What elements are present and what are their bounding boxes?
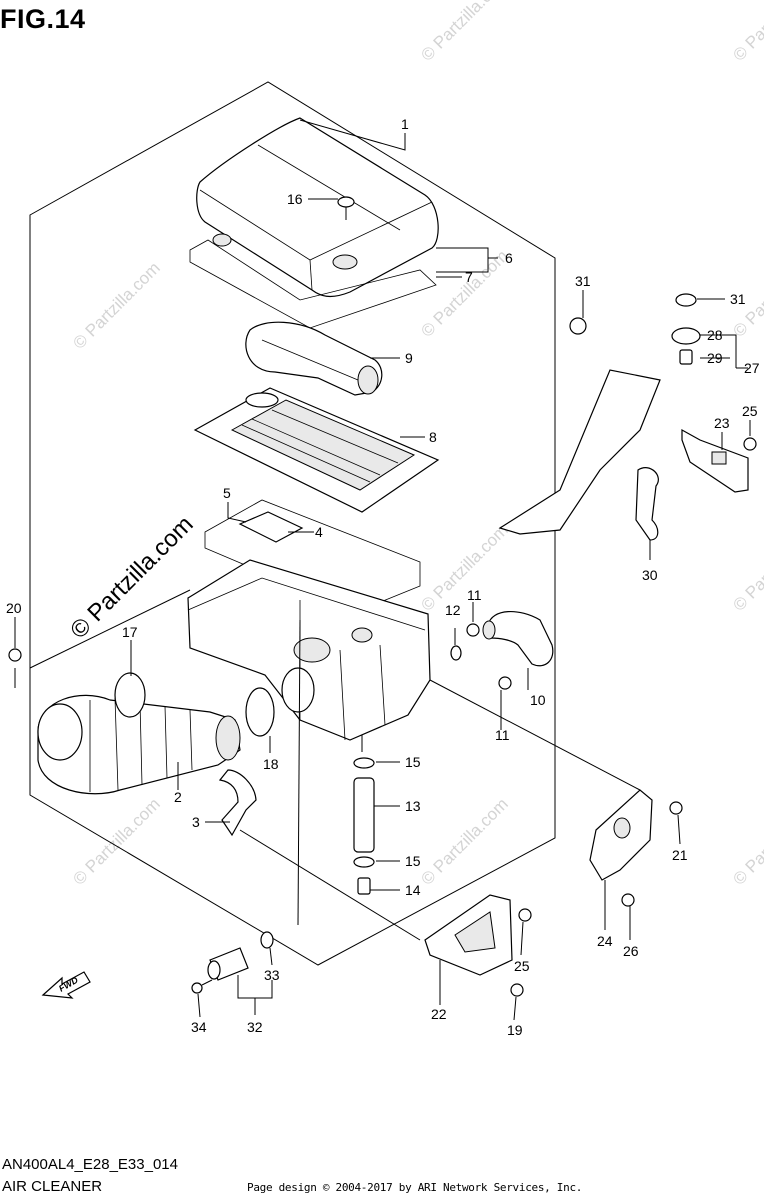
figure-title: FIG.14 (0, 4, 86, 34)
outline-divider (29, 589, 191, 669)
part-bracket-3 (218, 769, 257, 837)
part-drain-assembly (353, 757, 375, 895)
callout-13: 13 (405, 798, 421, 814)
callout-23: 23 (714, 415, 730, 431)
callout-24: 24 (597, 933, 613, 949)
callout-18: 18 (263, 756, 279, 772)
callout-32: 32 (247, 1019, 263, 1035)
part-bolt-21 (669, 801, 683, 815)
callout-31b: 31 (730, 291, 746, 307)
model-code: AN400AL4_E28_E33_014 (2, 1156, 178, 1173)
watermark-text: © Partzilla.com (69, 258, 163, 352)
watermark-text: © Partzilla.com (417, 794, 511, 888)
part-oring-33 (260, 931, 274, 949)
part-gasket-5 (204, 499, 421, 613)
callout-15a: 15 (405, 754, 421, 770)
part-cover-gasket (189, 239, 437, 329)
watermark-text: © Partzilla.com (729, 0, 764, 65)
part-clamp-18 (245, 687, 275, 737)
callout-14: 14 (405, 882, 421, 898)
part-sensor-32 (207, 947, 249, 981)
part-filter-element (193, 387, 440, 513)
callout-33: 33 (264, 967, 280, 983)
watermark-text: © Partzilla.com (417, 520, 511, 614)
callout-15b: 15 (405, 853, 421, 869)
callout-11a: 11 (467, 587, 482, 603)
part-screw-16 (337, 196, 355, 220)
callout-27: 27 (744, 360, 760, 376)
part-bracket-24 (589, 789, 653, 881)
callout-11b: 11 (495, 727, 510, 743)
part-cover (196, 117, 439, 298)
part-bolt-25a (518, 908, 532, 922)
part-bolt-26 (621, 893, 635, 907)
callout-34: 34 (191, 1019, 207, 1035)
part-bracket-30 (498, 369, 661, 541)
callout-21: 21 (672, 847, 688, 863)
watermark-text: © Partzilla.com (417, 0, 511, 65)
callout-10: 10 (530, 692, 546, 708)
assembly-outline (29, 81, 556, 966)
callout-12: 12 (445, 602, 461, 618)
callout-2: 2 (174, 789, 182, 805)
part-breather-hose (450, 610, 554, 690)
callout-9: 9 (405, 350, 413, 366)
callout-labels: 1 16 6 7 9 8 5 4 20 17 12 11 10 11 18 15… (6, 116, 760, 1038)
part-plate-22 (424, 894, 513, 976)
part-intake-hose (37, 694, 241, 795)
part-bolt-20 (8, 625, 22, 662)
callout-26: 26 (623, 943, 639, 959)
part-inlet-duct (245, 321, 383, 396)
watermark-text: © Partzilla.com (417, 246, 511, 340)
callout-7: 7 (465, 269, 473, 285)
leader-lines (14, 119, 751, 1021)
part-screw-34 (191, 979, 213, 994)
copyright-notice: Page design © 2004-2017 by ARI Network S… (247, 1181, 583, 1194)
part-bracket-23 (681, 428, 749, 493)
callout-30: 30 (642, 567, 658, 583)
callout-16: 16 (287, 191, 303, 207)
callout-4: 4 (315, 524, 323, 540)
part-bolt-19 (510, 983, 524, 997)
callout-3: 3 (192, 814, 200, 830)
callout-25b: 25 (742, 403, 758, 419)
section-name: AIR CLEANER (2, 1178, 103, 1195)
part-seal-4 (238, 511, 304, 543)
callout-19: 19 (507, 1022, 523, 1038)
part-bolt-31a (569, 317, 587, 335)
part-bolt-25b (743, 437, 757, 451)
watermark-text: © Partzilla.com (729, 794, 764, 888)
callout-8: 8 (429, 429, 437, 445)
watermark-text: © Partzilla.com (69, 794, 163, 888)
callout-25a: 25 (514, 958, 530, 974)
watermark-text: © Partzilla.com (729, 520, 764, 614)
callout-17: 17 (122, 624, 138, 640)
part-clamp-17 (114, 672, 146, 718)
callout-22: 22 (431, 1006, 447, 1022)
forward-direction-arrow: FWD (41, 971, 91, 999)
callout-1: 1 (401, 116, 409, 132)
callout-5: 5 (223, 485, 231, 501)
callout-31a: 31 (575, 273, 591, 289)
callout-29: 29 (707, 350, 723, 366)
callout-28: 28 (707, 327, 723, 343)
part-cushion-27 (671, 293, 701, 365)
callout-6: 6 (505, 250, 513, 266)
callout-20: 20 (6, 600, 22, 616)
